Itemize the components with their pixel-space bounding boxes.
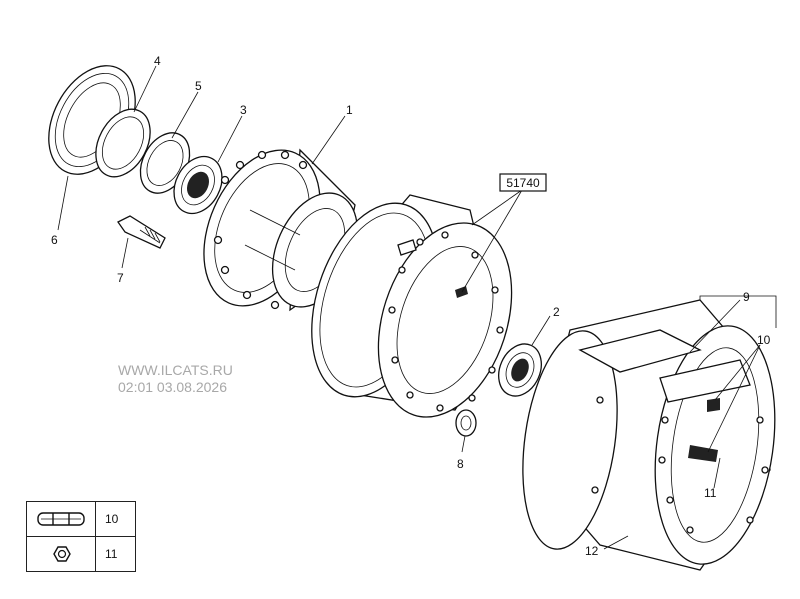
callout-labels: 1 2 3 4 5 6 7 8 9 10 11 12 xyxy=(51,54,771,558)
shim-plate-icon xyxy=(27,502,96,536)
watermark-site: WWW.ILCATS.RU xyxy=(118,362,233,378)
bearing-part-2 xyxy=(498,343,542,397)
brake-drum xyxy=(311,194,513,418)
bearing-part-3 xyxy=(173,155,223,215)
watermark: WWW.ILCATS.RU 02:01 03.08.2026 xyxy=(118,362,233,396)
callout-11: 11 xyxy=(704,486,717,500)
leader-lines xyxy=(57,65,777,550)
wheel-rim-part-12 xyxy=(522,299,776,571)
callout-5: 5 xyxy=(195,79,202,93)
callout-3: 3 xyxy=(240,103,247,117)
callout-8: 8 xyxy=(457,457,464,471)
nut-part-8 xyxy=(455,409,477,437)
legend-table: 10 11 xyxy=(26,501,136,572)
watermark-timestamp: 02:01 03.08.2026 xyxy=(118,379,227,395)
callout-12: 12 xyxy=(585,544,599,558)
legend-label: 11 xyxy=(105,547,118,561)
callout-2: 2 xyxy=(553,305,560,319)
reference-box: 51740 xyxy=(499,173,547,192)
callout-4: 4 xyxy=(154,54,161,68)
callout-6: 6 xyxy=(51,233,58,247)
legend-label: 10 xyxy=(105,512,119,526)
callout-7: 7 xyxy=(117,271,124,285)
hex-nut-icon xyxy=(27,537,96,571)
callout-10: 10 xyxy=(757,333,771,347)
reference-number: 51740 xyxy=(506,176,540,190)
legend-row: 10 xyxy=(27,502,135,537)
wheel-stud-part-7 xyxy=(117,215,166,249)
callout-1: 1 xyxy=(346,103,353,117)
legend-row: 11 xyxy=(27,537,135,571)
callout-9: 9 xyxy=(743,290,750,304)
